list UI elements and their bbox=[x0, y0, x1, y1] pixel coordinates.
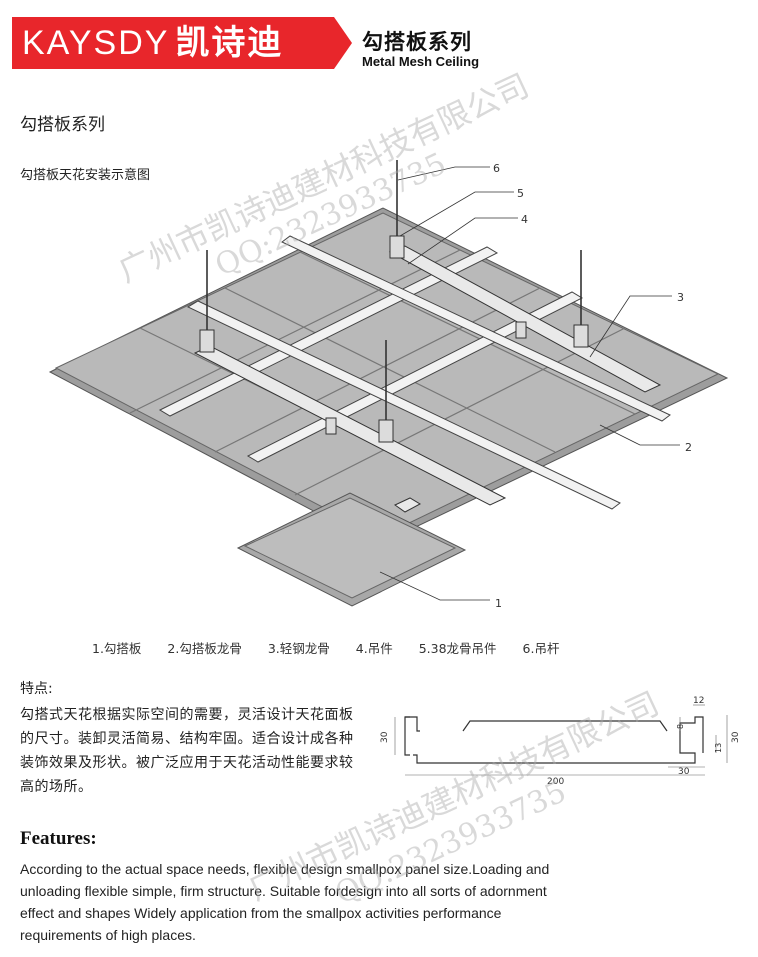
brand-banner bbox=[12, 17, 334, 69]
callout-5: 5 bbox=[517, 187, 524, 200]
brand-banner-arrow bbox=[334, 17, 352, 69]
dim-total-width: 200 bbox=[547, 777, 564, 787]
legend-item: 5.38龙骨吊件 bbox=[418, 641, 497, 656]
dim-right-height: 30 bbox=[731, 731, 741, 743]
callout-4: 4 bbox=[521, 213, 528, 226]
features-cn-title: 特点: bbox=[20, 681, 53, 697]
dim-top-width: 12 bbox=[693, 696, 704, 706]
section-title: 勾搭板系列 bbox=[20, 115, 105, 135]
callout-1: 1 bbox=[495, 597, 502, 610]
legend-item: 2.勾搭板龙骨 bbox=[167, 641, 242, 656]
callout-3: 3 bbox=[677, 291, 684, 304]
features-en-body: According to the actual space needs, fle… bbox=[20, 861, 550, 943]
legend-item: 3.轻钢龙骨 bbox=[267, 641, 330, 656]
ceiling-panel-grid bbox=[54, 212, 720, 538]
installation-diagram: 1 2 3 4 5 6 bbox=[48, 160, 729, 610]
loose-panel bbox=[243, 497, 457, 599]
callout-6: 6 bbox=[493, 162, 500, 175]
dim-small-height: 13 bbox=[714, 743, 723, 753]
series-title-cn: 勾搭板系列 bbox=[362, 30, 472, 54]
profile-drawing: 30 12 8 13 30 30 200 bbox=[380, 696, 741, 787]
features-cn-body: 勾搭式天花根据实际空间的需要，灵活设计天花面板的尺寸。装卸灵活简易、结构牢固。适… bbox=[20, 707, 354, 795]
callout-2: 2 bbox=[685, 441, 692, 454]
legend-item: 1.勾搭板 bbox=[92, 641, 142, 656]
features-en-title: Features: bbox=[20, 828, 97, 849]
dim-inner-height: 8 bbox=[676, 724, 685, 729]
dim-bottom-width: 30 bbox=[678, 767, 690, 777]
legend-item: 4.吊件 bbox=[355, 641, 393, 656]
dim-left-height: 30 bbox=[380, 731, 390, 743]
parts-legend: 1.勾搭板 2.勾搭板龙骨 3.轻钢龙骨 4.吊件 5.38龙骨吊件 6.吊杆 bbox=[92, 638, 581, 657]
brand-name-cn: 凯诗迪 bbox=[175, 24, 284, 62]
legend-item: 6.吊杆 bbox=[522, 641, 560, 656]
diagram-title: 勾搭板天花安装示意图 bbox=[20, 168, 151, 183]
brand-name-en: KAYSDY bbox=[22, 24, 170, 62]
series-title-en: Metal Mesh Ceiling bbox=[362, 54, 480, 69]
